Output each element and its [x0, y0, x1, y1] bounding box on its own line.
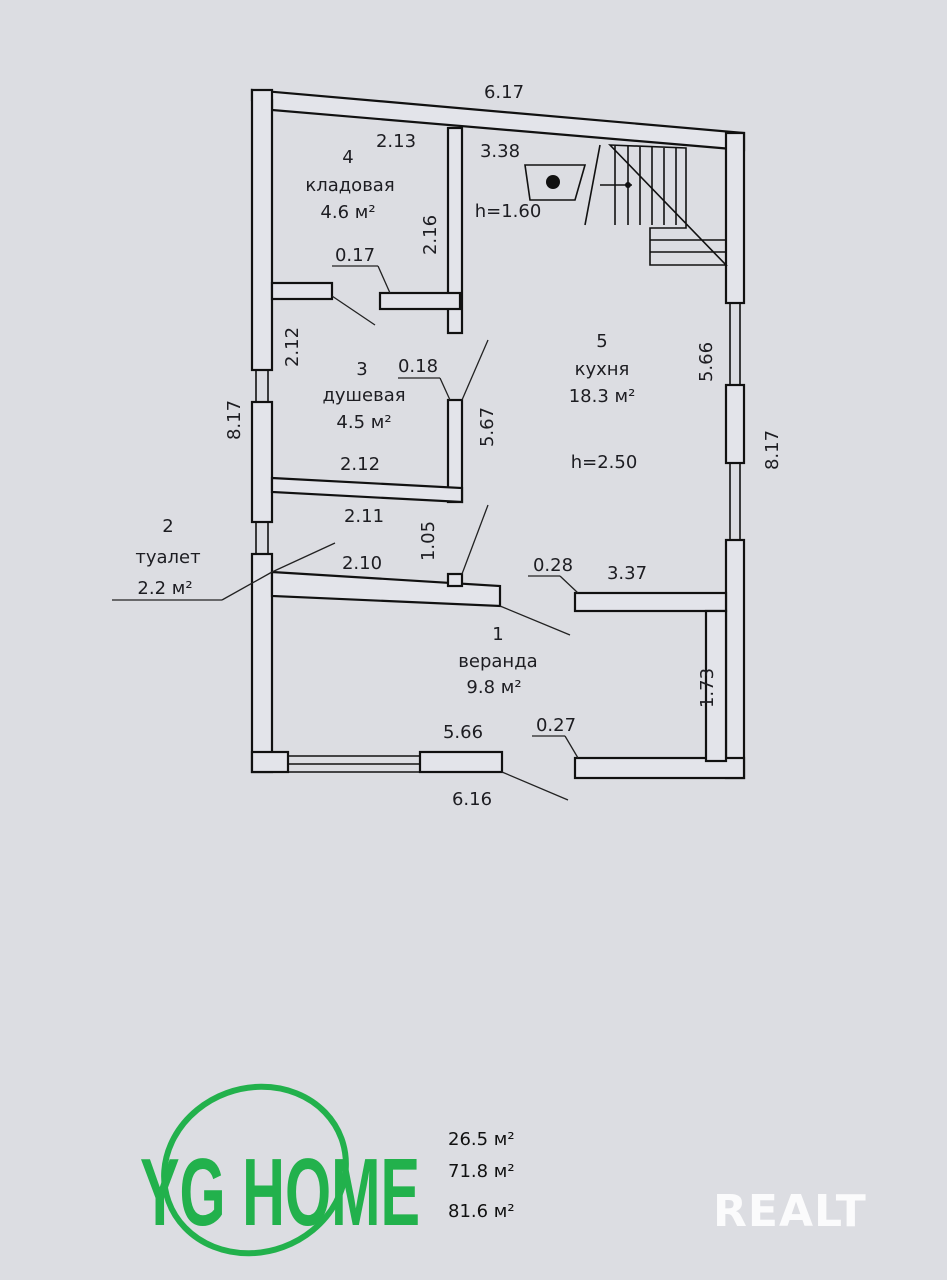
room-area: 2.2 м²: [137, 578, 192, 599]
dim-bottom-total: 6.16: [452, 789, 492, 810]
dim-stair-height: h=1.60: [475, 201, 542, 222]
room-name: кладовая: [305, 175, 394, 196]
dim-veranda-inner: 5.66: [443, 722, 483, 743]
dim-shower-depth: 2.12: [282, 327, 303, 367]
dim-kitchen-door: 0.28: [533, 555, 573, 576]
room-area: 4.5 м²: [336, 412, 391, 433]
dim-shower-width: 2.12: [340, 454, 380, 475]
outer-walls: [250, 88, 746, 780]
room-name: кухня: [575, 359, 630, 380]
room-number: 1: [492, 624, 503, 645]
door-swings: [112, 265, 579, 801]
room-label-veranda: 1 веранда 9.8 м²: [458, 624, 537, 698]
dim-kitchen-right: 5.66: [696, 342, 717, 382]
room-name: туалет: [135, 547, 200, 568]
dim-left-total: 8.17: [224, 400, 245, 440]
room-label-pantry: 4 кладовая 4.6 м²: [305, 147, 394, 223]
dim-veranda-door: 0.27: [536, 715, 576, 736]
room-name: душевая: [322, 385, 405, 406]
dim-kitchen-bottom: 3.37: [607, 563, 647, 584]
dim-stair-width: 3.38: [480, 141, 520, 162]
dim-toilet-top: 2.11: [344, 506, 384, 527]
dim-pantry-depth: 2.16: [420, 215, 441, 255]
dim-pantry-door: 0.17: [335, 245, 375, 266]
room-number: 3: [356, 359, 367, 380]
room-area: 9.8 м²: [466, 677, 521, 698]
logo-text: YG HOME: [140, 1139, 420, 1246]
dim-kitchen-partition: 5.67: [477, 407, 498, 447]
inner-walls: [270, 126, 728, 763]
dim-kitchen-height: h=2.50: [571, 452, 638, 473]
dim-shower-door: 0.18: [398, 356, 438, 377]
dim-top-total: 6.17: [484, 82, 524, 103]
staircase: [584, 144, 728, 266]
room-number: 2: [162, 516, 173, 537]
stove-icon: [524, 164, 587, 201]
room-area: 18.3 м²: [569, 386, 636, 407]
dim-right-total: 8.17: [762, 430, 783, 470]
room-number: 4: [342, 147, 353, 168]
realt-watermark: REALT: [713, 1186, 867, 1237]
room-label-shower: 3 душевая 4.5 м²: [322, 359, 405, 433]
dim-pantry-width: 2.13: [376, 131, 416, 152]
room-number: 5: [596, 331, 607, 352]
total-area-3: 81.6 м²: [448, 1201, 515, 1222]
room-label-kitchen: 5 кухня 18.3 м²: [569, 331, 636, 407]
dim-toilet-depth: 1.05: [418, 521, 439, 561]
yg-home-logo: YG HOME: [140, 1083, 420, 1257]
room-label-toilet: 2 туалет 2.2 м²: [135, 516, 200, 599]
total-area-2: 71.8 м²: [448, 1161, 515, 1182]
dimension-labels: 6.17 2.13 3.38 h=1.60 2.16 0.17 2.12 0.1…: [224, 82, 783, 810]
dim-toilet-bottom: 2.10: [342, 553, 382, 574]
room-name: веранда: [458, 651, 537, 672]
total-area-1: 26.5 м²: [448, 1129, 515, 1150]
area-totals: 26.5 м² 71.8 м² 81.6 м²: [448, 1129, 515, 1222]
dim-veranda-right: 1.73: [697, 668, 718, 708]
room-area: 4.6 м²: [320, 202, 375, 223]
